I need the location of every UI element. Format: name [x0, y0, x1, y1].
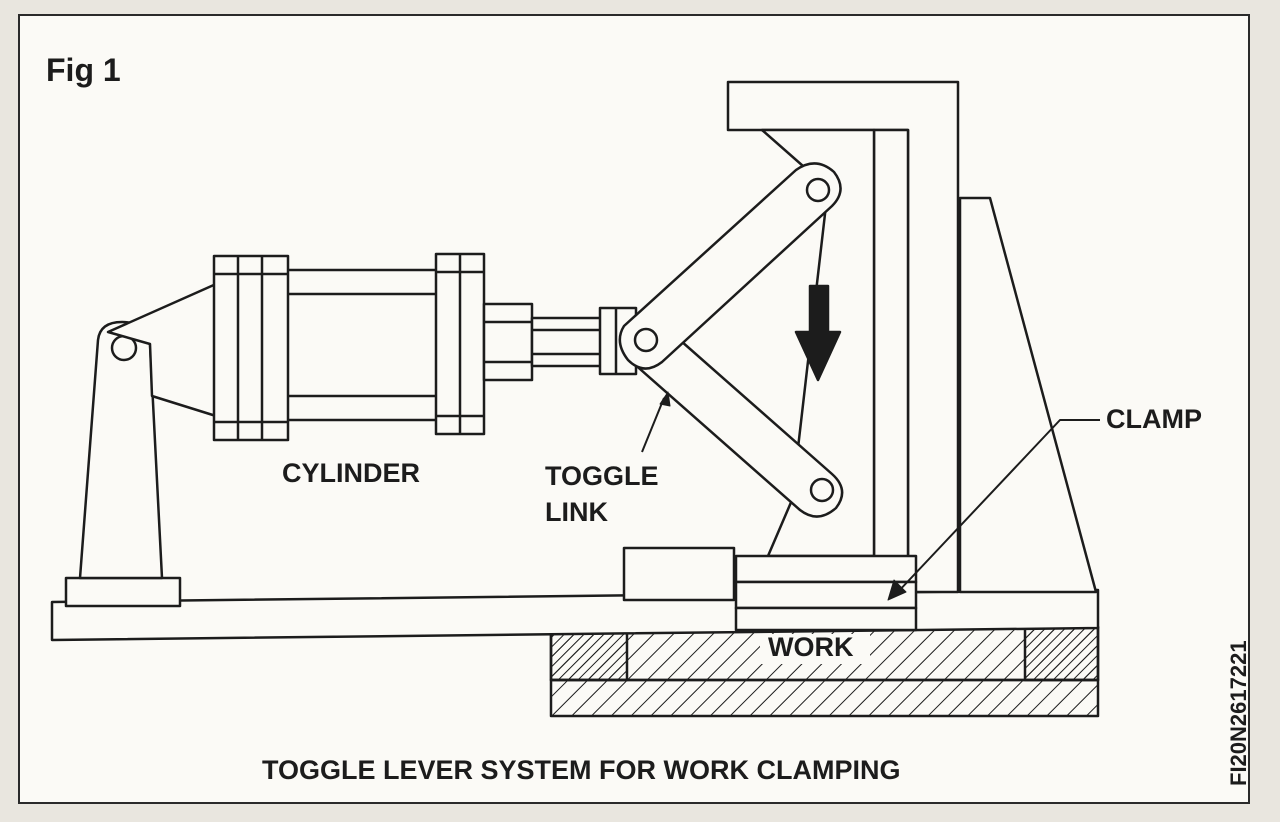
rear-support [958, 196, 1098, 594]
figure-caption: TOGGLE LEVER SYSTEM FOR WORK CLAMPING [262, 755, 901, 785]
toggle-links [618, 162, 844, 518]
cylinder [212, 252, 534, 442]
cylinder-label: CYLINDER [282, 458, 421, 488]
down-arrow-icon [794, 284, 842, 382]
pivot-bracket [64, 320, 182, 608]
piston-rod [530, 306, 638, 376]
figure-number: Fig 1 [46, 52, 121, 88]
clamp-assembly [622, 546, 918, 632]
toggle-label-line1: TOGGLE [545, 461, 659, 491]
figure-code: FI20N2617221 [1226, 640, 1251, 786]
work-label: WORK [768, 632, 854, 662]
toggle-arrow-icon [659, 391, 671, 407]
leader-lines [641, 397, 1100, 595]
clamp-label: CLAMP [1106, 404, 1202, 434]
toggle-link-label: TOGGLE LINK [545, 458, 659, 530]
cylinder-end-cap [106, 282, 218, 418]
toggle-label-line2: LINK [545, 497, 608, 527]
clamp-arrow-icon [887, 579, 907, 601]
